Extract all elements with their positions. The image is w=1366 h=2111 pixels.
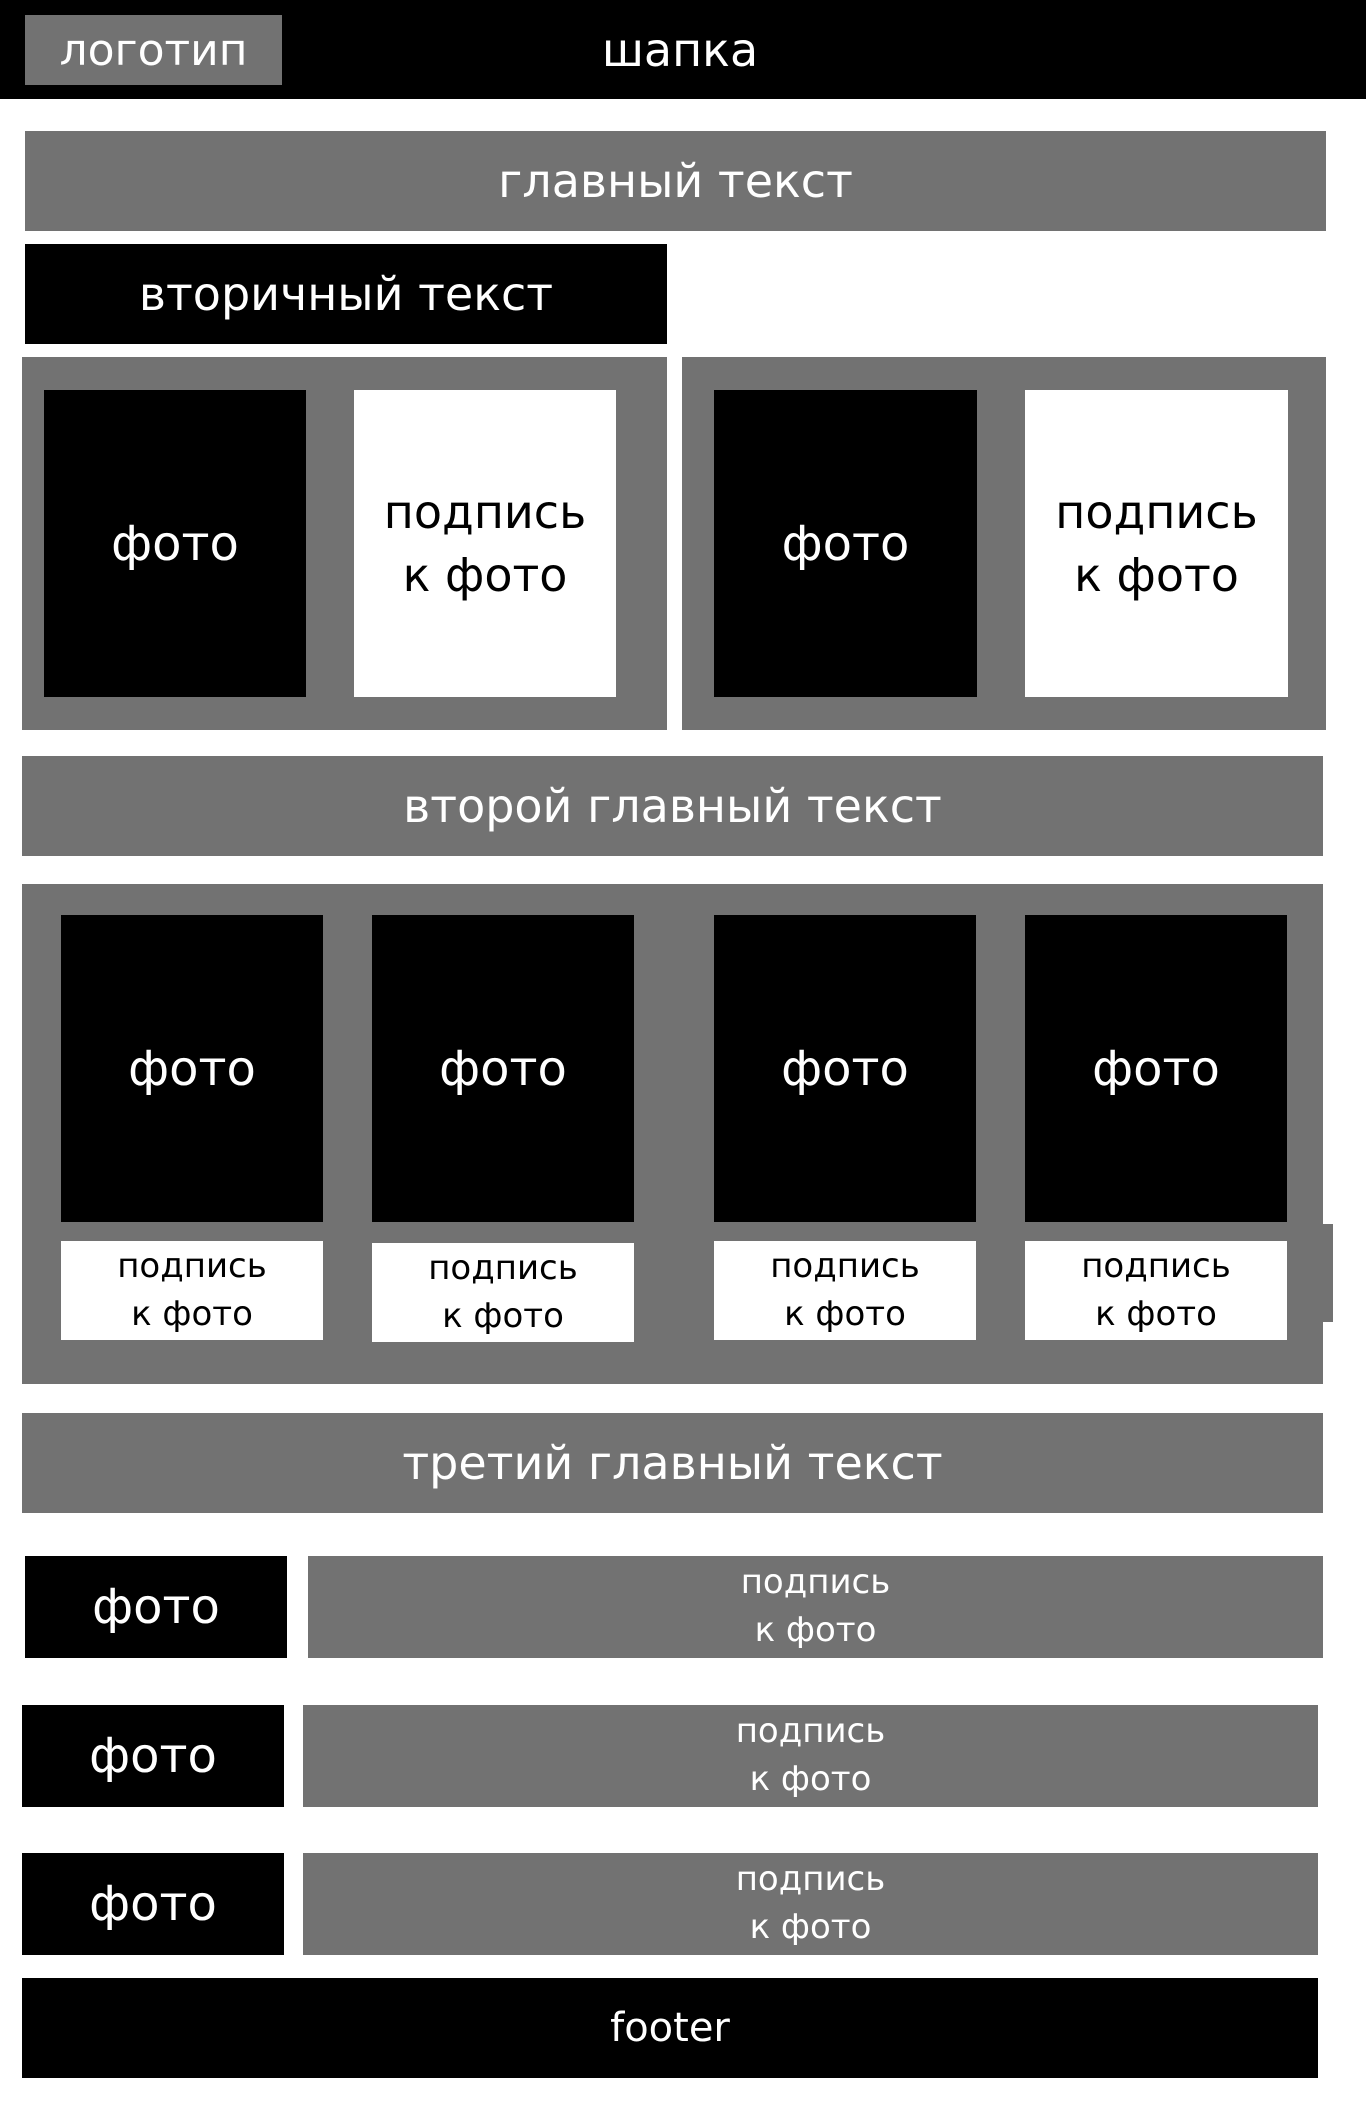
photo-caption: подпись к фото [354,390,616,697]
caption-line2: к фото [784,1293,906,1334]
caption-line2: к фото [402,547,568,602]
photo-placeholder[interactable]: фото [61,915,323,1222]
photo-label: фото [1092,1040,1220,1097]
photo-placeholder[interactable]: фото [22,1705,284,1807]
caption-line2: к фото [1095,1293,1217,1334]
second-main-heading: второй главный текст [22,756,1323,856]
photo-label: фото [781,1040,909,1097]
footer-label: footer [610,2005,730,2051]
logo[interactable]: логотип [25,15,282,85]
caption-line1: подпись [770,1245,920,1286]
photo-caption: подпись к фото [714,1241,976,1340]
photo-placeholder[interactable]: фото [44,390,306,697]
third-main-heading: третий главный текст [22,1413,1323,1513]
caption-line2: к фото [1074,547,1239,602]
caption-line1: подпись [117,1245,267,1286]
caption-line1: подпись [735,1859,886,1900]
footer: footer [22,1978,1318,2078]
header-title: шапка [560,15,800,85]
photo-placeholder[interactable]: фото [25,1556,287,1658]
main-heading: главный текст [25,131,1326,231]
secondary-heading-label: вторичный текст [138,267,554,321]
caption-line1: подпись [740,1562,891,1603]
photo-placeholder[interactable]: фото [1025,915,1287,1222]
second-main-heading-label: второй главный текст [403,779,942,833]
photo-label: фото [439,1040,567,1097]
main-heading-label: главный текст [498,154,853,208]
photo-caption: подпись к фото [1025,1241,1287,1340]
caption-line1: подпись [428,1247,578,1288]
photo-caption: подпись к фото [308,1556,1323,1658]
secondary-heading: вторичный текст [25,244,667,344]
photo-caption: подпись к фото [303,1705,1318,1807]
photo-placeholder[interactable]: фото [22,1853,284,1955]
photo-caption: подпись к фото [303,1853,1318,1955]
third-main-heading-label: третий главный текст [402,1436,943,1490]
photo-label: фото [781,515,910,572]
photo-caption: подпись к фото [372,1243,634,1342]
photo-label: фото [128,1040,256,1097]
photo-placeholder[interactable]: фото [714,915,976,1222]
photo-label: фото [111,515,239,572]
photo-caption: подпись к фото [61,1241,323,1340]
caption-line1: подпись [383,485,587,540]
header-title-label: шапка [601,23,759,77]
photo-label: фото [92,1579,220,1635]
photo-caption: подпись к фото [1025,390,1288,697]
caption-line1: подпись [735,1711,886,1752]
caption-line2: к фото [754,1610,877,1650]
caption-line2: к фото [131,1293,253,1334]
caption-line2: к фото [442,1295,564,1336]
logo-label: логотип [59,24,248,76]
photo-label: фото [89,1728,217,1784]
photo-placeholder[interactable]: фото [372,915,634,1222]
caption-line1: подпись [1081,1245,1231,1286]
caption-line2: к фото [749,1907,872,1947]
photo-placeholder[interactable]: фото [714,390,977,697]
caption-line1: подпись [1055,485,1258,540]
caption-line2: к фото [749,1759,872,1799]
photo-label: фото [89,1876,217,1932]
section2-panel-tab [1321,1224,1333,1322]
